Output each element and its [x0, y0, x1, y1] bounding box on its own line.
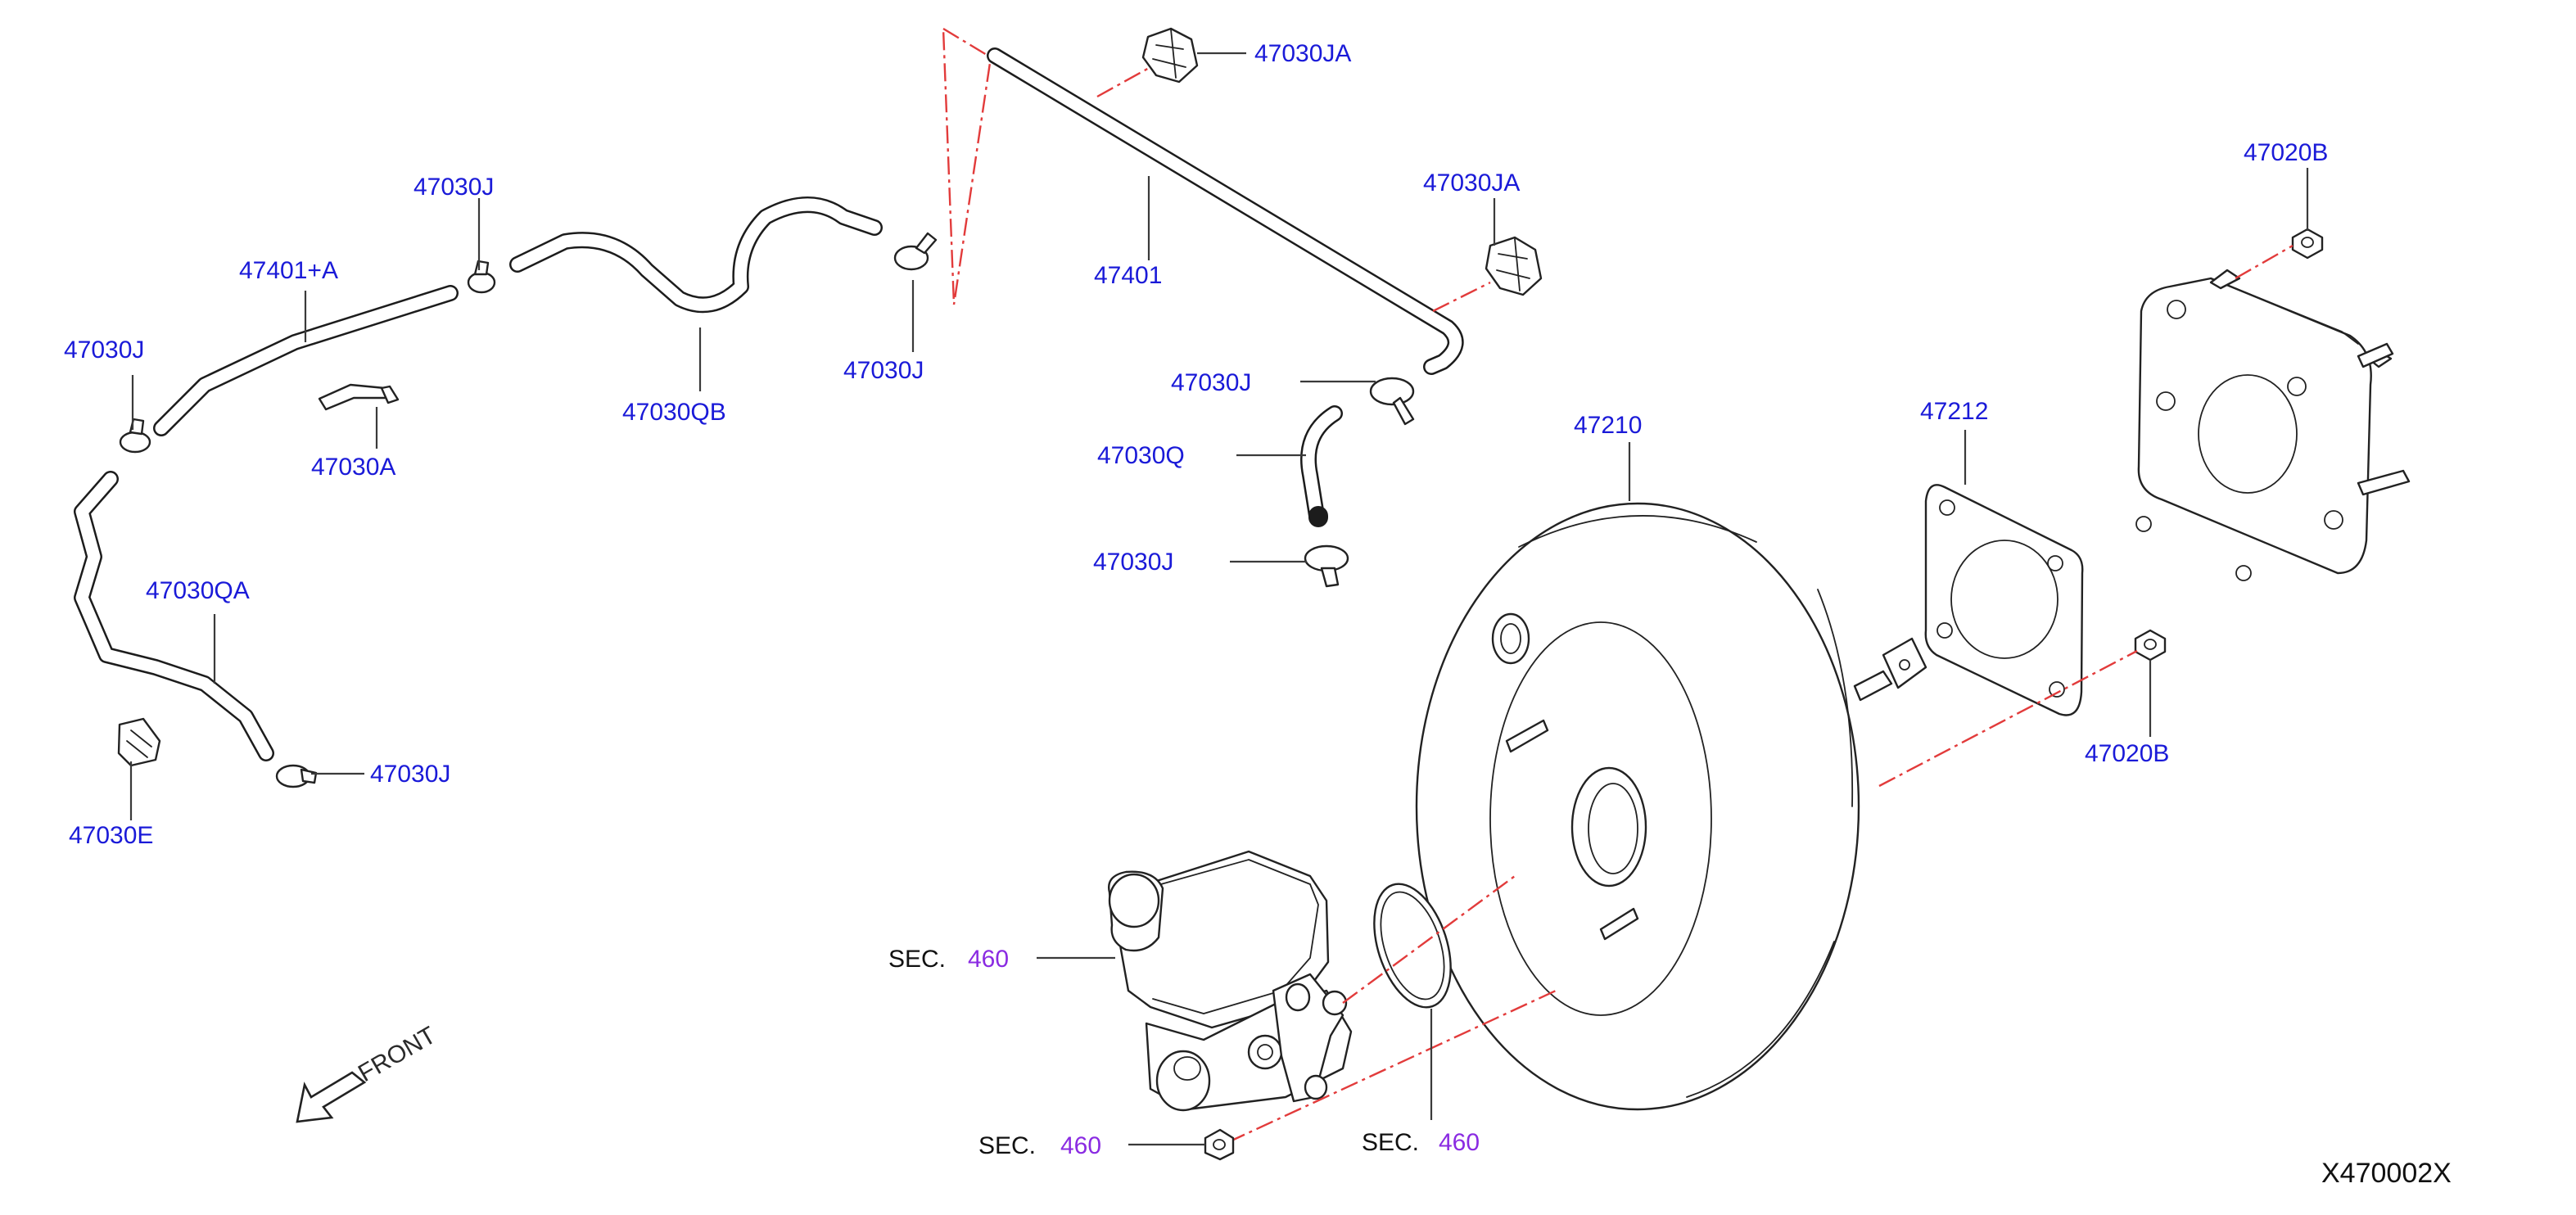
- clip-47030a-icon: [318, 383, 400, 411]
- hose-47030qa: [74, 471, 274, 761]
- label-47030q: 47030Q: [1097, 442, 1185, 469]
- tube-47401: [987, 47, 1464, 375]
- booster-axis-line: [1878, 649, 2138, 788]
- label-47212: 47212: [1920, 398, 1988, 425]
- gasket-47212: [1924, 484, 2084, 716]
- label-47030qb: 47030QB: [622, 399, 726, 426]
- label-47030j: 47030J: [1171, 369, 1251, 396]
- clamp-icon: [893, 232, 938, 271]
- clamp-icon: [467, 260, 496, 294]
- hose-47030q: [1300, 405, 1343, 527]
- routing-reference-line: [942, 26, 992, 305]
- nut-47020b-icon: [2134, 629, 2167, 662]
- section-prefix: SEC.: [978, 1132, 1036, 1159]
- diagram-code: X470002X: [2321, 1158, 2452, 1189]
- connector-47030ja-icon: [1485, 236, 1543, 296]
- master-cylinder: [1108, 850, 1353, 1112]
- brake-booster-47210: [1415, 502, 1927, 1111]
- label-47030j: 47030J: [64, 336, 144, 364]
- section-number: 460: [1439, 1129, 1480, 1156]
- connector-47030ja-icon: [1141, 27, 1199, 84]
- label-47030j: 47030J: [843, 357, 924, 384]
- section-number: 460: [968, 946, 1009, 973]
- label-47020b: 47020B: [2085, 740, 2169, 767]
- label-47030qa: 47030QA: [146, 577, 250, 604]
- label-47030a: 47030A: [311, 454, 395, 481]
- nut-reference-line: [2235, 244, 2294, 280]
- label-47020b: 47020B: [2244, 139, 2328, 166]
- connector-reference-line: [1096, 65, 1151, 98]
- front-arrow-icon: [296, 1071, 367, 1123]
- nut-icon: [1204, 1128, 1235, 1161]
- section-number: 460: [1060, 1132, 1101, 1159]
- nut-47020b-icon: [2291, 228, 2324, 260]
- label-47030j: 47030J: [414, 174, 494, 201]
- connector-reference-line: [1432, 281, 1491, 313]
- clamp-icon: [275, 764, 318, 788]
- section-prefix: SEC.: [1362, 1129, 1419, 1156]
- label-47401a: 47401+A: [239, 257, 338, 284]
- label-47401: 47401: [1094, 262, 1162, 289]
- section-prefix: SEC.: [888, 946, 946, 973]
- mounting-bracket: [2135, 269, 2411, 581]
- label-47210: 47210: [1574, 412, 1642, 439]
- label-47030ja: 47030JA: [1423, 169, 1520, 196]
- clamp-icon: [119, 418, 151, 454]
- label-47030j: 47030J: [1093, 549, 1173, 576]
- label-47030j: 47030J: [370, 761, 450, 788]
- hose-47030qb: [509, 196, 883, 314]
- label-47030e: 47030E: [69, 822, 153, 849]
- connector-47030e-icon: [117, 717, 161, 767]
- cylinder-axis-line: [1342, 875, 1516, 1004]
- seal-ring: [1373, 883, 1452, 1009]
- clamp-icon: [1369, 377, 1415, 426]
- clamp-icon: [1304, 544, 1349, 588]
- front-direction-label: FRONT: [354, 1022, 441, 1087]
- label-47030ja: 47030JA: [1254, 40, 1351, 67]
- cylinder-axis-line: [1227, 989, 1557, 1144]
- hose-47401a: [153, 285, 459, 436]
